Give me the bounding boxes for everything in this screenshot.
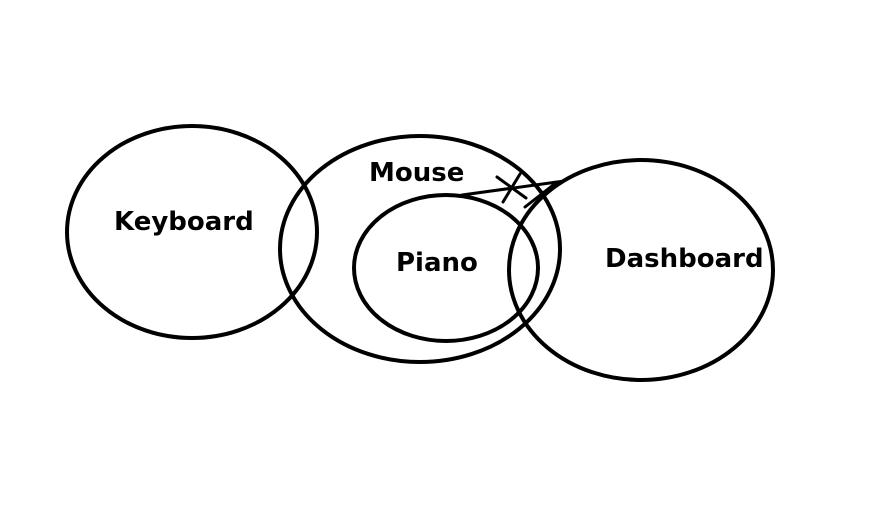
cross-mark-stroke-b [501,172,522,204]
dashboard-label: Dashboard [605,244,764,274]
piano-dashboard-connector [460,179,563,209]
piano-ellipse [352,193,540,343]
mouse-ellipse [278,134,562,364]
keyboard-label: Keyboard [114,207,254,237]
dashboard-ellipse [507,158,775,382]
keyboard-ellipse [65,124,319,340]
mouse-label: Mouse [369,158,464,188]
piano-label: Piano [396,248,478,278]
